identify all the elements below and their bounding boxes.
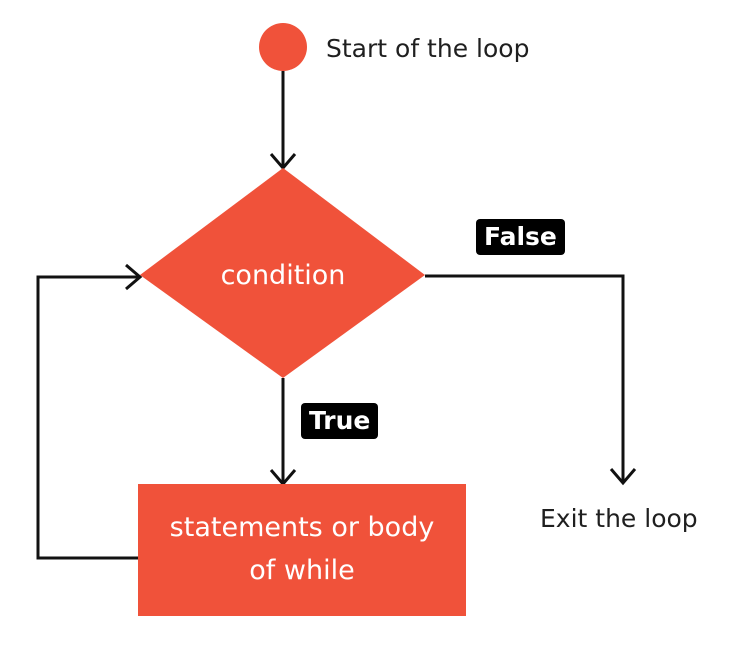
false-connector (425, 274, 625, 483)
condition-diamond (140, 168, 425, 378)
start-label: Start of the loop (326, 34, 530, 63)
body-label-line-1: statements or body (169, 512, 435, 543)
body-label-line-2: of while (249, 555, 355, 586)
condition-label: condition (220, 260, 346, 291)
body-box (138, 484, 466, 616)
start-node (259, 23, 307, 71)
exit-label: Exit the loop (540, 504, 698, 533)
false-arrowhead (609, 468, 637, 486)
loop-back-connector (36, 275, 140, 560)
true-badge: True (301, 403, 379, 439)
loop-back-arrowhead (125, 263, 143, 291)
false-badge: False (476, 219, 565, 255)
